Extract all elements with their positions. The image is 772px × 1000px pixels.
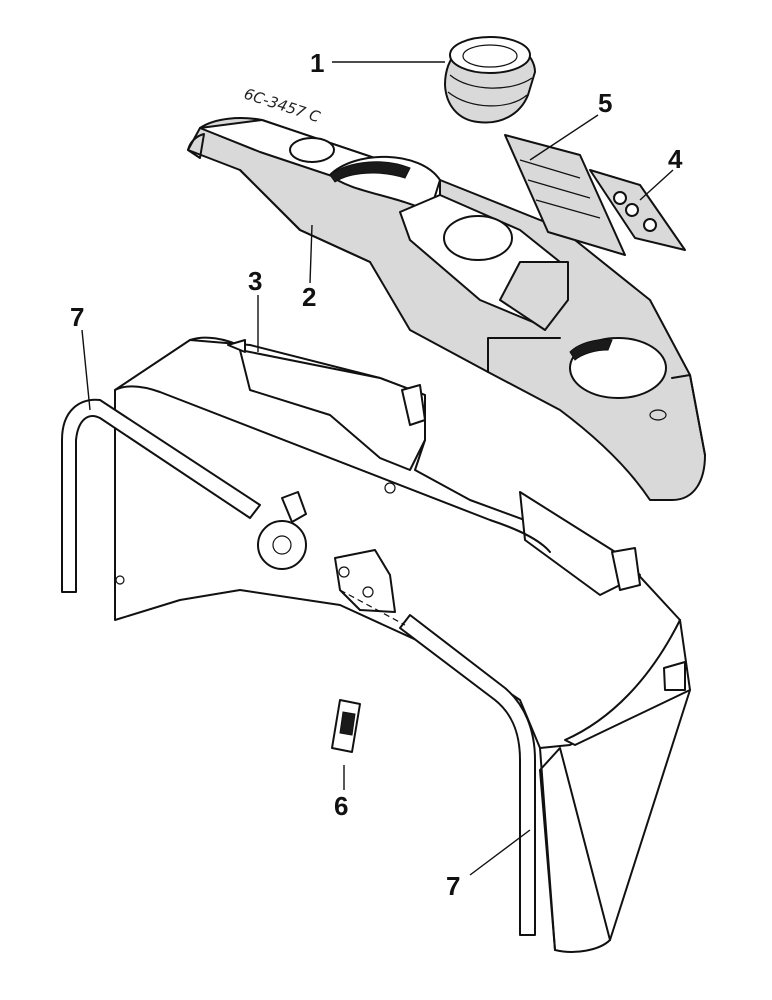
leader-lines: [81, 61, 674, 876]
part-7-guard-bar-left: [61, 398, 261, 593]
part-4-decal: [589, 169, 686, 251]
callout-6: 6: [334, 791, 348, 821]
callout-4: 4: [668, 144, 683, 174]
callout-2: 2: [302, 282, 316, 312]
callout-1: 1: [310, 48, 324, 78]
callout-5: 5: [598, 88, 612, 118]
part-5-label-plate: [504, 134, 626, 256]
callout-7-upper: 7: [70, 302, 84, 332]
callout-3: 3: [248, 266, 262, 296]
part-3-shroud: [114, 336, 691, 953]
part-1-grommet: [444, 36, 536, 124]
part-7-guard-bar-right: [339, 589, 536, 936]
part-2-instrument-panel: [187, 117, 706, 501]
callout-7-lower: 7: [446, 871, 460, 901]
part-6-tag: [331, 699, 361, 753]
